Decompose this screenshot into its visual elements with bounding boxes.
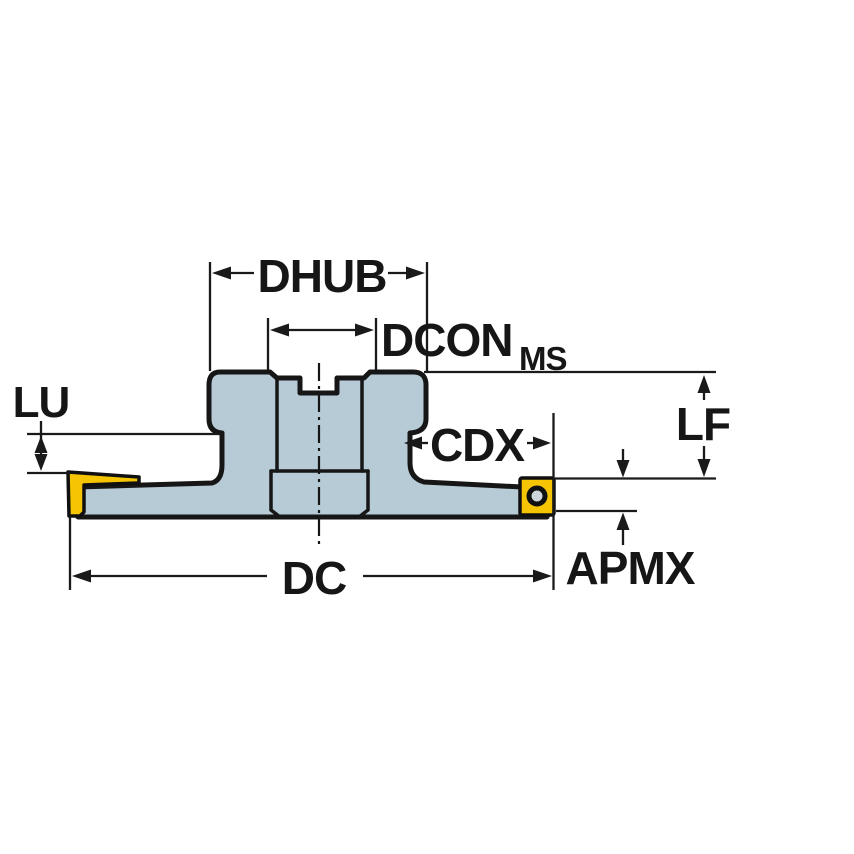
dcon-arrowhead-right [355, 323, 374, 337]
insert-right [518, 476, 556, 517]
dimension-dc: DC [68, 413, 555, 604]
lu-arrowhead-down [34, 454, 48, 471]
dhub-arrowhead-left [212, 266, 231, 280]
dimension-apmx: APMX [556, 449, 697, 594]
dc-arrowhead-left [72, 569, 91, 583]
cdx-arrowhead-right [533, 436, 551, 450]
lf-label: LF [676, 398, 730, 450]
dc-label: DC [282, 552, 346, 604]
dhub-label: DHUB [258, 250, 387, 302]
dimension-dcon-ms: DCON MS [266, 314, 568, 377]
lu-label: LU [13, 378, 70, 427]
dimension-dhub: DHUB [208, 250, 429, 371]
bore-lower-wall-right [357, 469, 370, 519]
cdx-label: CDX [430, 419, 525, 471]
dimension-cdx: CDX [404, 419, 551, 471]
lf-arrowhead-down [697, 459, 711, 477]
lf-arrowhead-up [697, 375, 711, 393]
dhub-arrowhead-right [406, 266, 425, 280]
dcon-label: DCON [381, 314, 512, 366]
cdx-arrowhead-left [404, 436, 422, 450]
dc-arrowhead-right [533, 569, 552, 583]
dcon-label-subscript: MS [519, 340, 567, 377]
apmx-label: APMX [566, 542, 696, 594]
apmx-arrowhead-down [616, 460, 630, 478]
insert-screw-hole [526, 485, 548, 507]
apmx-arrowhead-up [616, 512, 630, 530]
cutter-body-outline [75, 369, 550, 520]
dimension-lu: LU [13, 378, 221, 475]
dcon-arrowhead-left [270, 323, 289, 337]
dimension-lf: LF [424, 370, 731, 480]
cutter-body [75, 363, 550, 548]
lu-arrowhead-up [34, 436, 48, 453]
insert-left-shape [66, 470, 141, 518]
bore-lower-wall-left [269, 469, 282, 519]
insert-left [66, 470, 141, 518]
